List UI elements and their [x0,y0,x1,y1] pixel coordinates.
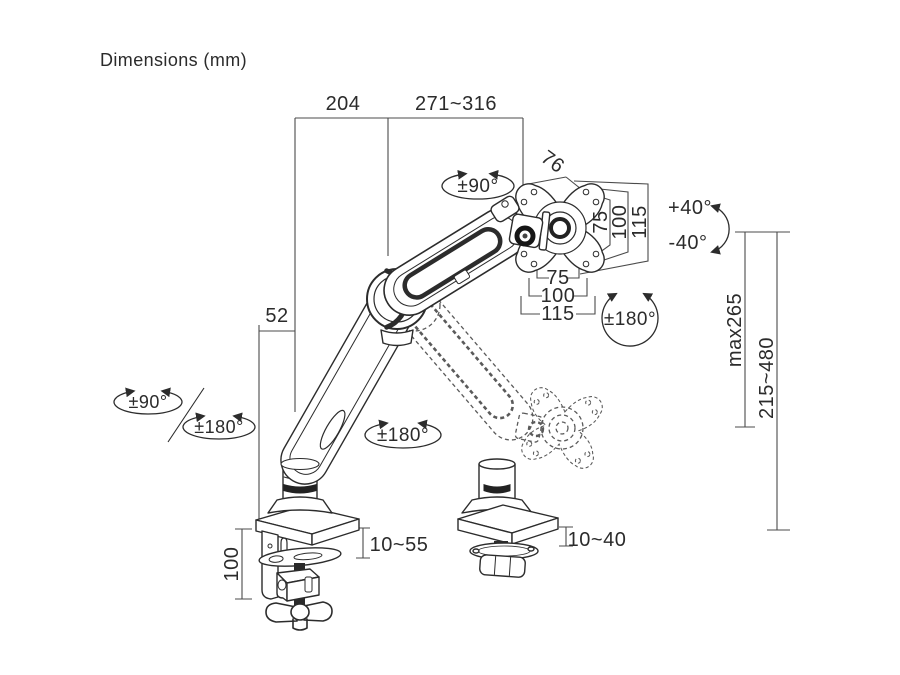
dim-label-reach-front: 271~316 [415,93,497,115]
dimension-labels: 204 271~316 76 52 75 100 115 75 100 115 … [128,93,778,581]
grommet-nut [479,554,526,578]
desk-clamp [255,505,360,631]
clamp-lever [258,547,342,567]
dim-label-pole-offset: 52 [265,305,288,327]
monitor-arm [255,183,605,631]
dimension-lines [235,117,790,600]
dim-label-vesa-v-100: 100 [609,205,631,240]
arm-swivel-arrow [364,419,442,449]
dim-label-vesa-h-115: 115 [541,303,574,325]
dim-label-height-range: 215~480 [756,337,778,419]
upper-arm [383,207,527,316]
dim-label-vesa-v-75: 75 [590,210,612,233]
dim-label-clamp-range: 10~55 [370,534,429,556]
dim-label-head-depth: 76 [537,146,569,177]
vesa-rotation-arrow [601,292,659,347]
head-swivel-arrow [441,169,515,200]
rotation-divider-slash [167,387,205,443]
dim-label-clamp-depth: 100 [221,547,243,582]
label-tilt-up: +40° [668,197,712,219]
rotation-symbols [113,169,730,449]
dim-label-vesa-v-115: 115 [629,205,651,238]
label-head-swivel: ±90° [457,176,498,197]
label-base-rotation: ±180° [194,417,244,437]
dim-label-vesa-h-75: 75 [546,267,569,289]
clamp-wing-knob [265,601,333,631]
dim-label-height-max: max265 [724,293,746,367]
dim-label-reach-rear: 204 [326,93,361,115]
page-title: Dimensions (mm) [100,50,248,70]
ghost-vesa-plate [519,385,605,471]
grommet-mount [457,458,559,578]
dim-label-vesa-h-100: 100 [541,285,576,307]
base-rotation-arrow [182,412,256,440]
label-base-swivel: ±90° [128,392,167,412]
label-arm-swivel: ±180° [377,425,429,446]
base-swivel-arrow [113,387,183,415]
tilt-arrow [710,203,730,255]
head-joint [490,195,551,251]
label-tilt-down: -40° [669,232,708,254]
label-vesa-rotation: ±180° [604,309,656,330]
dim-label-grommet-range: 10~40 [568,529,627,551]
